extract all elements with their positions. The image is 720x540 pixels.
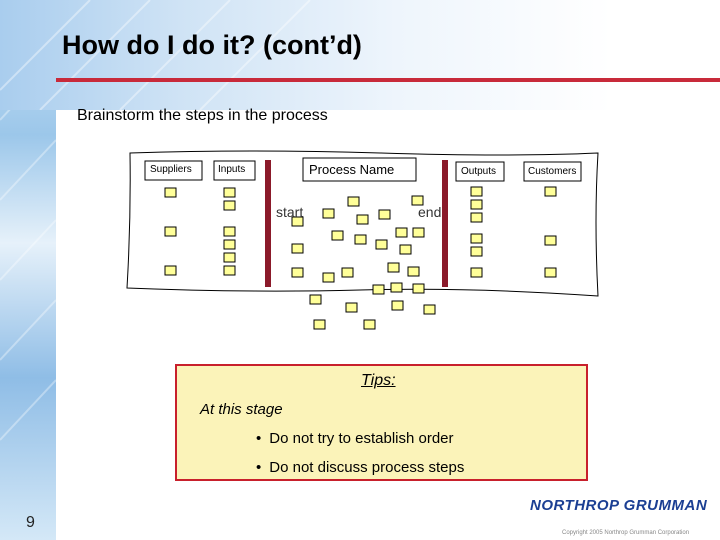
sticky-note <box>399 244 412 255</box>
northrop-grumman-logo: NORTHROP GRUMMAN <box>530 497 708 514</box>
sticky-note <box>363 319 376 330</box>
sticky-note <box>291 267 304 278</box>
sticky-note <box>470 199 483 210</box>
start-bar <box>265 160 271 287</box>
sticky-note <box>291 243 304 254</box>
end-label: end <box>418 204 442 220</box>
sticky-note <box>412 283 425 294</box>
tips-bullet: • Do not discuss process steps <box>256 459 464 476</box>
sticky-note <box>423 304 436 315</box>
suppliers-box <box>144 160 203 181</box>
outputs-label: Outputs <box>461 166 497 177</box>
sticky-note <box>544 186 557 197</box>
tips-bullet: • Do not try to establish order <box>256 430 454 447</box>
process-name-label: Process Name <box>309 162 395 177</box>
sticky-note <box>354 234 367 245</box>
bullet-glyph: • <box>256 430 262 447</box>
sticky-note <box>411 195 424 206</box>
sticky-note <box>470 233 483 244</box>
sticky-note <box>223 226 236 237</box>
sticky-note <box>313 319 326 330</box>
sticky-note <box>391 300 404 311</box>
sticky-note <box>223 239 236 250</box>
sticky-note <box>378 209 391 220</box>
sticky-note <box>470 267 483 278</box>
sticky-note <box>390 282 403 293</box>
sticky-note <box>341 267 354 278</box>
sticky-note <box>395 227 408 238</box>
sticky-note <box>331 230 344 241</box>
tips-stage-text: At this stage <box>200 401 283 418</box>
subtitle: Brainstorm the steps in the process <box>77 107 328 124</box>
sticky-note <box>322 272 335 283</box>
sticky-note <box>164 187 177 198</box>
bullet-glyph: • <box>256 459 262 476</box>
sticky-note <box>309 294 322 305</box>
sticky-note <box>407 266 420 277</box>
sticky-note <box>387 262 400 273</box>
sticky-note <box>470 186 483 197</box>
sticky-note <box>375 239 388 250</box>
sticky-note <box>544 235 557 246</box>
sticky-note <box>164 226 177 237</box>
sticky-note <box>223 265 236 276</box>
suppliers-label: Suppliers <box>150 164 192 175</box>
title-underline <box>56 78 720 82</box>
pattern-decoration <box>0 0 311 110</box>
sticky-note <box>223 200 236 211</box>
sticky-note <box>322 208 335 219</box>
process-name-box <box>302 157 417 182</box>
inputs-label: Inputs <box>218 164 246 175</box>
inputs-box <box>213 160 256 181</box>
sticky-note <box>223 252 236 263</box>
page-title: How do I do it? (cont’d) <box>62 30 362 60</box>
page-number: 9 <box>26 514 35 531</box>
customers-box <box>523 161 582 182</box>
copyright-text: Copyright 2005 Northrop Grumman Corporat… <box>562 530 690 536</box>
sticky-note <box>223 187 236 198</box>
outputs-box <box>455 161 505 182</box>
end-bar <box>442 160 448 287</box>
sticky-note <box>470 246 483 257</box>
customers-label: Customers <box>528 166 577 177</box>
sticky-note <box>544 267 557 278</box>
sticky-note <box>412 227 425 238</box>
top-decorative-band <box>0 0 720 110</box>
tips-bullet-text: Do not discuss process steps <box>269 459 465 476</box>
tips-box <box>175 364 588 481</box>
tips-title: Tips: <box>361 372 396 389</box>
sticky-note <box>345 302 358 313</box>
sticky-note <box>372 284 385 295</box>
tips-bullet-text: Do not try to establish order <box>269 430 454 447</box>
sticky-note <box>356 214 369 225</box>
sticky-note <box>347 196 360 207</box>
sticky-note <box>470 212 483 223</box>
sticky-note <box>291 216 304 227</box>
start-label: start <box>276 204 304 220</box>
sticky-note <box>164 265 177 276</box>
